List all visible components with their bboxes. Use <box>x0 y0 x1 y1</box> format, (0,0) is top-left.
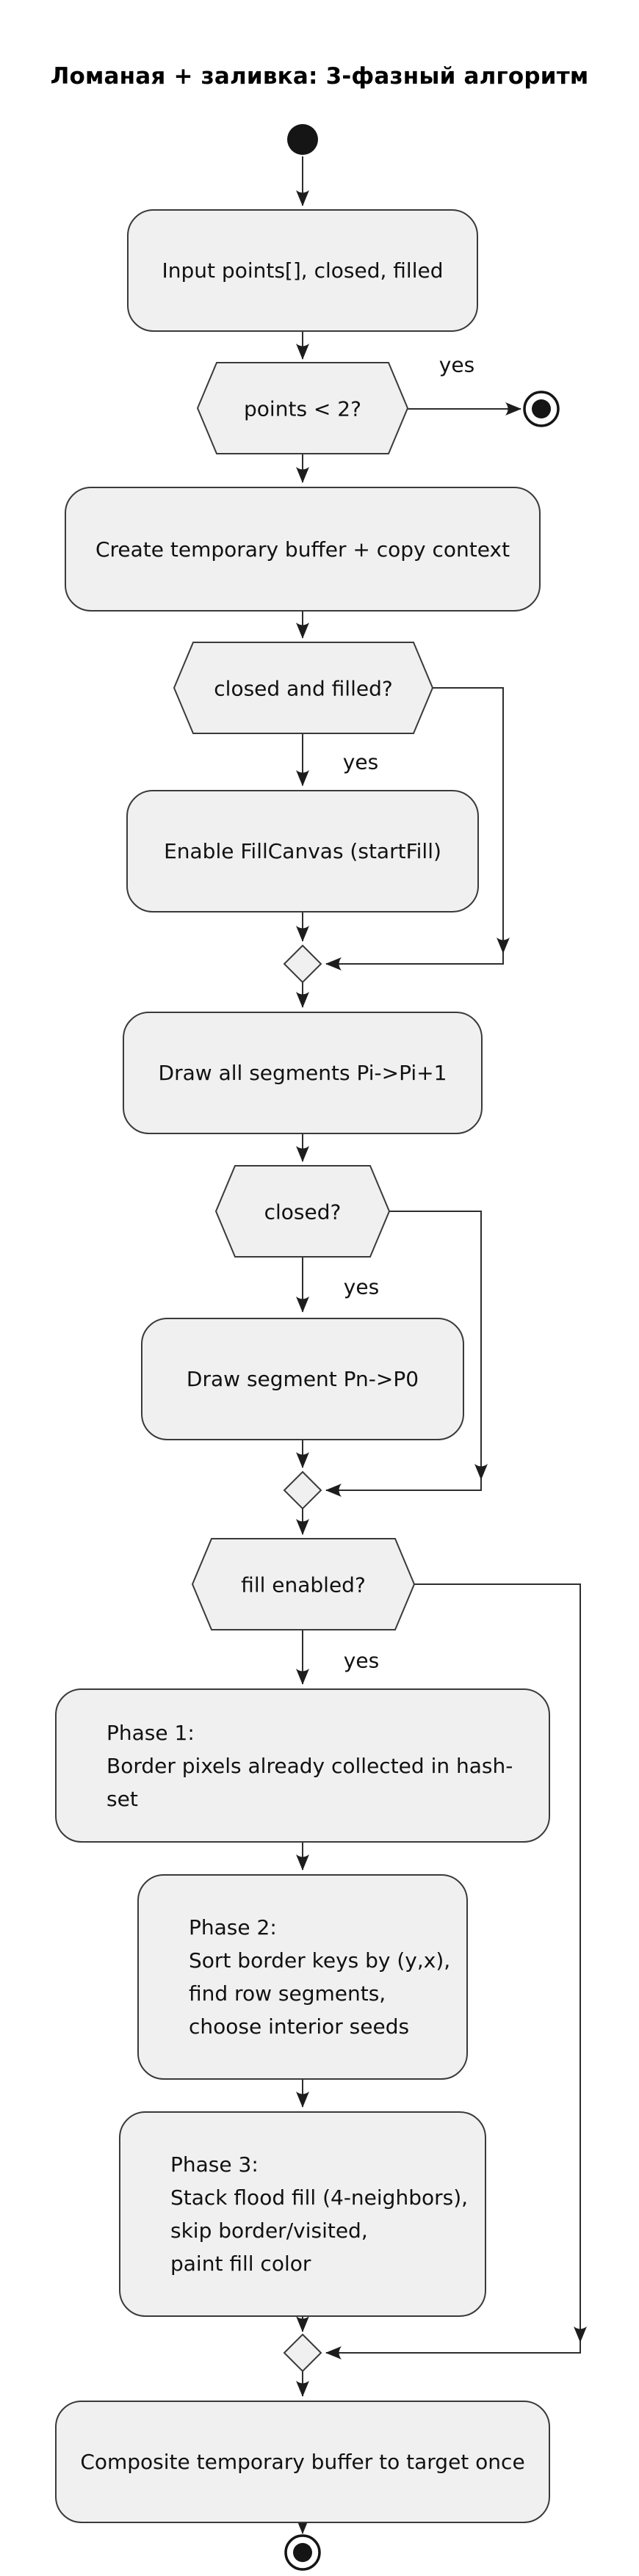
start-node <box>287 124 318 155</box>
decision-fill-enabled <box>191 1538 416 1630</box>
activity-enable-fillcanvas: Enable FillCanvas (startFill) <box>126 790 479 913</box>
edge-bypass-fill-enabled-no <box>325 1583 581 2359</box>
edge-label-points-yes: yes <box>438 352 475 377</box>
spine-edges <box>296 156 587 2534</box>
phase2-line: Phase 2: <box>189 1915 277 1940</box>
edge-label-closed-yes: yes <box>343 1274 380 1299</box>
activity-phase3-text: Phase 3: Stack flood fill (4-neighbors),… <box>120 2148 480 2280</box>
decision-points-lt-2-label: points < 2? <box>244 396 361 421</box>
activity-input-label: Input points[], closed, filled <box>162 258 444 283</box>
edge-label-fill-enabled-yes: yes <box>343 1648 380 1673</box>
decision-closed-and-filled <box>173 642 434 734</box>
activity-phase3: Phase 3: Stack flood fill (4-neighbors),… <box>119 2111 486 2317</box>
merge-diamond-1 <box>283 944 322 984</box>
activity-phase2-text: Phase 2: Sort border keys by (y,x), find… <box>139 1911 462 2043</box>
phase3-line: paint fill color <box>170 2252 311 2276</box>
activity-input: Input points[], closed, filled <box>127 209 478 332</box>
diagram-title: Ломаная + заливка: 3-фазный алгоритм <box>50 63 589 90</box>
edge-label-closed-filled-yes: yes <box>342 750 379 774</box>
decision-closed-and-filled-label: closed and filled? <box>214 676 393 701</box>
activity-composite-label: Composite temporary buffer to target onc… <box>80 2450 525 2474</box>
final-node-bottom <box>284 2534 321 2571</box>
phase3-line: skip border/visited, <box>170 2218 368 2243</box>
activity-create-buffer: Create temporary buffer + copy context <box>65 487 541 612</box>
activity-draw-segments: Draw all segments Pi->Pi+1 <box>123 1012 483 1134</box>
merge-diamond-3 <box>283 2333 322 2373</box>
activity-draw-closing-segment: Draw segment Pn->P0 <box>141 1318 464 1440</box>
merge-diamond-2 <box>283 1470 322 1510</box>
activity-draw-closing-segment-label: Draw segment Pn->P0 <box>186 1367 419 1391</box>
decision-closed-label: closed? <box>264 1200 342 1224</box>
phase2-line: Sort border keys by (y,x), <box>189 1948 451 1973</box>
edge-bypass-closed-filled-no <box>325 687 504 970</box>
decision-closed <box>214 1165 391 1258</box>
edge-bypass-closed-no <box>325 1211 482 1497</box>
final-node-top <box>523 391 560 427</box>
activity-draw-segments-label: Draw all segments Pi->Pi+1 <box>158 1061 447 1085</box>
phase2-line: find row segments, <box>189 1981 386 2006</box>
phase3-line: Stack flood fill (4-neighbors), <box>170 2185 469 2210</box>
activity-enable-fillcanvas-label: Enable FillCanvas (startFill) <box>164 839 441 863</box>
phase3-line: Phase 3: <box>170 2152 259 2177</box>
activity-phase2: Phase 2: Sort border keys by (y,x), find… <box>137 1874 468 2080</box>
phase1-line: Border pixels already collected in hash-… <box>106 1753 513 1811</box>
activity-composite: Composite temporary buffer to target onc… <box>55 2401 550 2523</box>
phase2-line: choose interior seeds <box>189 2014 410 2039</box>
decision-fill-enabled-label: fill enabled? <box>241 1572 366 1597</box>
activity-phase1-text: Phase 1: Border pixels already collected… <box>57 1716 549 1815</box>
phase1-line: Phase 1: <box>106 1720 195 1745</box>
activity-phase1: Phase 1: Border pixels already collected… <box>55 1688 550 1843</box>
activity-create-buffer-label: Create temporary buffer + copy context <box>95 537 510 562</box>
decision-points-lt-2 <box>196 362 409 454</box>
